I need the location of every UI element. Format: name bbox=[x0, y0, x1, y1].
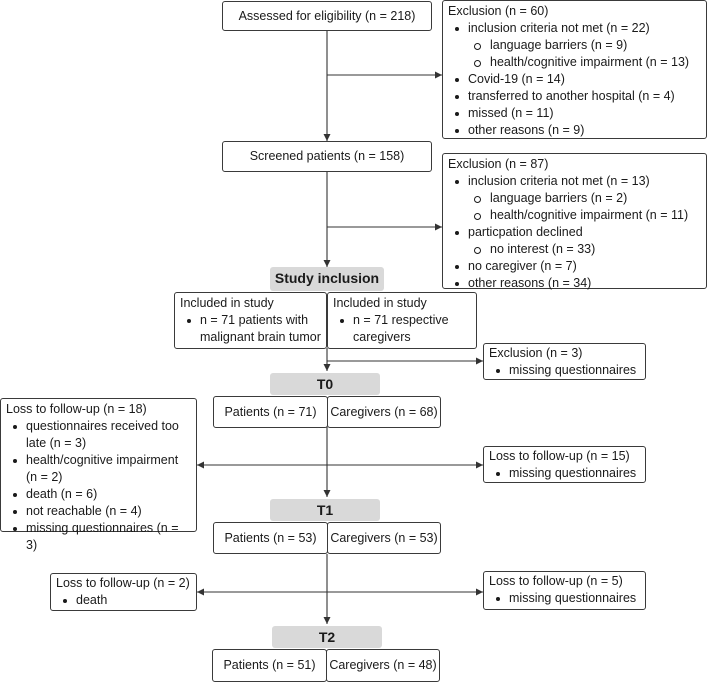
loss-t2-caregivers-title: Loss to follow-up (n = 5) bbox=[489, 574, 623, 588]
exclusion1-box: Exclusion (n = 60) inclusion criteria no… bbox=[442, 0, 707, 139]
exclusion1-item: missed (n = 11) bbox=[448, 105, 701, 122]
loss-t2-patients-box: Loss to follow-up (n = 2) death bbox=[50, 573, 197, 611]
exclusion1-item: transferred to another hospital (n = 4) bbox=[448, 88, 701, 105]
t0-caregivers-label: Caregivers (n = 68) bbox=[330, 404, 438, 419]
t0-patients-box: Patients (n = 71) bbox=[213, 396, 328, 428]
assessed-label: Assessed for eligibility (n = 218) bbox=[238, 8, 416, 23]
exclusion1-item: other reasons (n = 9) bbox=[448, 122, 701, 139]
t0-patients-label: Patients (n = 71) bbox=[224, 404, 317, 419]
loss-t2-patients-title: Loss to follow-up (n = 2) bbox=[56, 576, 190, 590]
included-caregivers-item: n = 71 respective caregivers bbox=[333, 312, 471, 346]
loss-t1-caregivers-box: Loss to follow-up (n = 15) missing quest… bbox=[483, 446, 646, 483]
loss-t1-patients-box: Loss to follow-up (n = 18) questionnaire… bbox=[0, 398, 197, 552]
t2-patients-label: Patients (n = 51) bbox=[223, 658, 316, 672]
t2-caregivers-label: Caregivers (n = 48) bbox=[329, 658, 437, 672]
loss-t1-caregivers-title: Loss to follow-up (n = 15) bbox=[489, 449, 630, 463]
loss-t1-caregivers-item: missing questionnaires bbox=[489, 465, 640, 482]
t1-patients-label: Patients (n = 53) bbox=[224, 530, 317, 545]
exclusion2-item: particpation declined bbox=[448, 224, 701, 241]
exclusion2-subitem: language barriers (n = 2) bbox=[448, 190, 701, 207]
t1-caregivers-box: Caregivers (n = 53) bbox=[327, 522, 441, 554]
loss-t1-patients-item: health/cognitive impairment (n = 2) bbox=[6, 452, 191, 486]
t2-patients-box: Patients (n = 51) bbox=[212, 649, 327, 682]
exclusion1-title: Exclusion (n = 60) bbox=[448, 4, 549, 18]
exclusion3-item: missing questionnaires bbox=[489, 362, 640, 379]
t0-header: T0 bbox=[270, 373, 380, 395]
loss-t1-patients-item: missing questionnaires (n = 3) bbox=[6, 520, 191, 554]
exclusion1-subitem: language barriers (n = 9) bbox=[448, 37, 701, 54]
exclusion2-title: Exclusion (n = 87) bbox=[448, 157, 549, 171]
exclusion1-item: inclusion criteria not met (n = 22) bbox=[448, 20, 701, 37]
t2-header: T2 bbox=[272, 626, 382, 648]
t1-caregivers-label: Caregivers (n = 53) bbox=[330, 530, 438, 545]
included-caregivers-box: Included in study n = 71 respective care… bbox=[327, 292, 477, 349]
included-patients-title: Included in study bbox=[180, 296, 274, 310]
loss-t1-patients-title: Loss to follow-up (n = 18) bbox=[6, 402, 147, 416]
t1-patients-box: Patients (n = 53) bbox=[213, 522, 328, 554]
loss-t1-patients-item: questionnaires received too late (n = 3) bbox=[6, 418, 191, 452]
exclusion2-item: other reasons (n = 34) bbox=[448, 275, 701, 292]
loss-t2-patients-item: death bbox=[56, 592, 191, 609]
loss-t1-patients-item: not reachable (n = 4) bbox=[6, 503, 191, 520]
study-inclusion-header: Study inclusion bbox=[270, 267, 384, 291]
exclusion1-subitem: health/cognitive impairment (n = 13) bbox=[448, 54, 701, 71]
exclusion3-title: Exclusion (n = 3) bbox=[489, 346, 583, 360]
t1-header: T1 bbox=[270, 499, 380, 521]
assessed-box: Assessed for eligibility (n = 218) bbox=[222, 1, 432, 31]
loss-t2-caregivers-box: Loss to follow-up (n = 5) missing questi… bbox=[483, 571, 646, 610]
exclusion2-subitem: health/cognitive impairment (n = 11) bbox=[448, 207, 701, 224]
loss-t1-patients-item: death (n = 6) bbox=[6, 486, 191, 503]
included-patients-item: n = 71 patients with malignant brain tum… bbox=[180, 312, 321, 346]
loss-t2-caregivers-item: missing questionnaires bbox=[489, 590, 640, 607]
exclusion2-subitem: no interest (n = 33) bbox=[448, 241, 701, 258]
exclusion2-box: Exclusion (n = 87) inclusion criteria no… bbox=[442, 153, 707, 292]
exclusion1-item: Covid-19 (n = 14) bbox=[448, 71, 701, 88]
included-patients-box: Included in study n = 71 patients with m… bbox=[174, 292, 327, 349]
t0-caregivers-box: Caregivers (n = 68) bbox=[327, 396, 441, 428]
exclusion3-box: Exclusion (n = 3) missing questionnaires bbox=[483, 343, 646, 380]
included-caregivers-title: Included in study bbox=[333, 296, 427, 310]
screened-box: Screened patients (n = 158) bbox=[222, 141, 432, 172]
screened-label: Screened patients (n = 158) bbox=[249, 149, 405, 163]
exclusion2-item: inclusion criteria not met (n = 13) bbox=[448, 173, 701, 190]
exclusion2-item: no caregiver (n = 7) bbox=[448, 258, 701, 275]
t2-caregivers-box: Caregivers (n = 48) bbox=[326, 649, 440, 682]
